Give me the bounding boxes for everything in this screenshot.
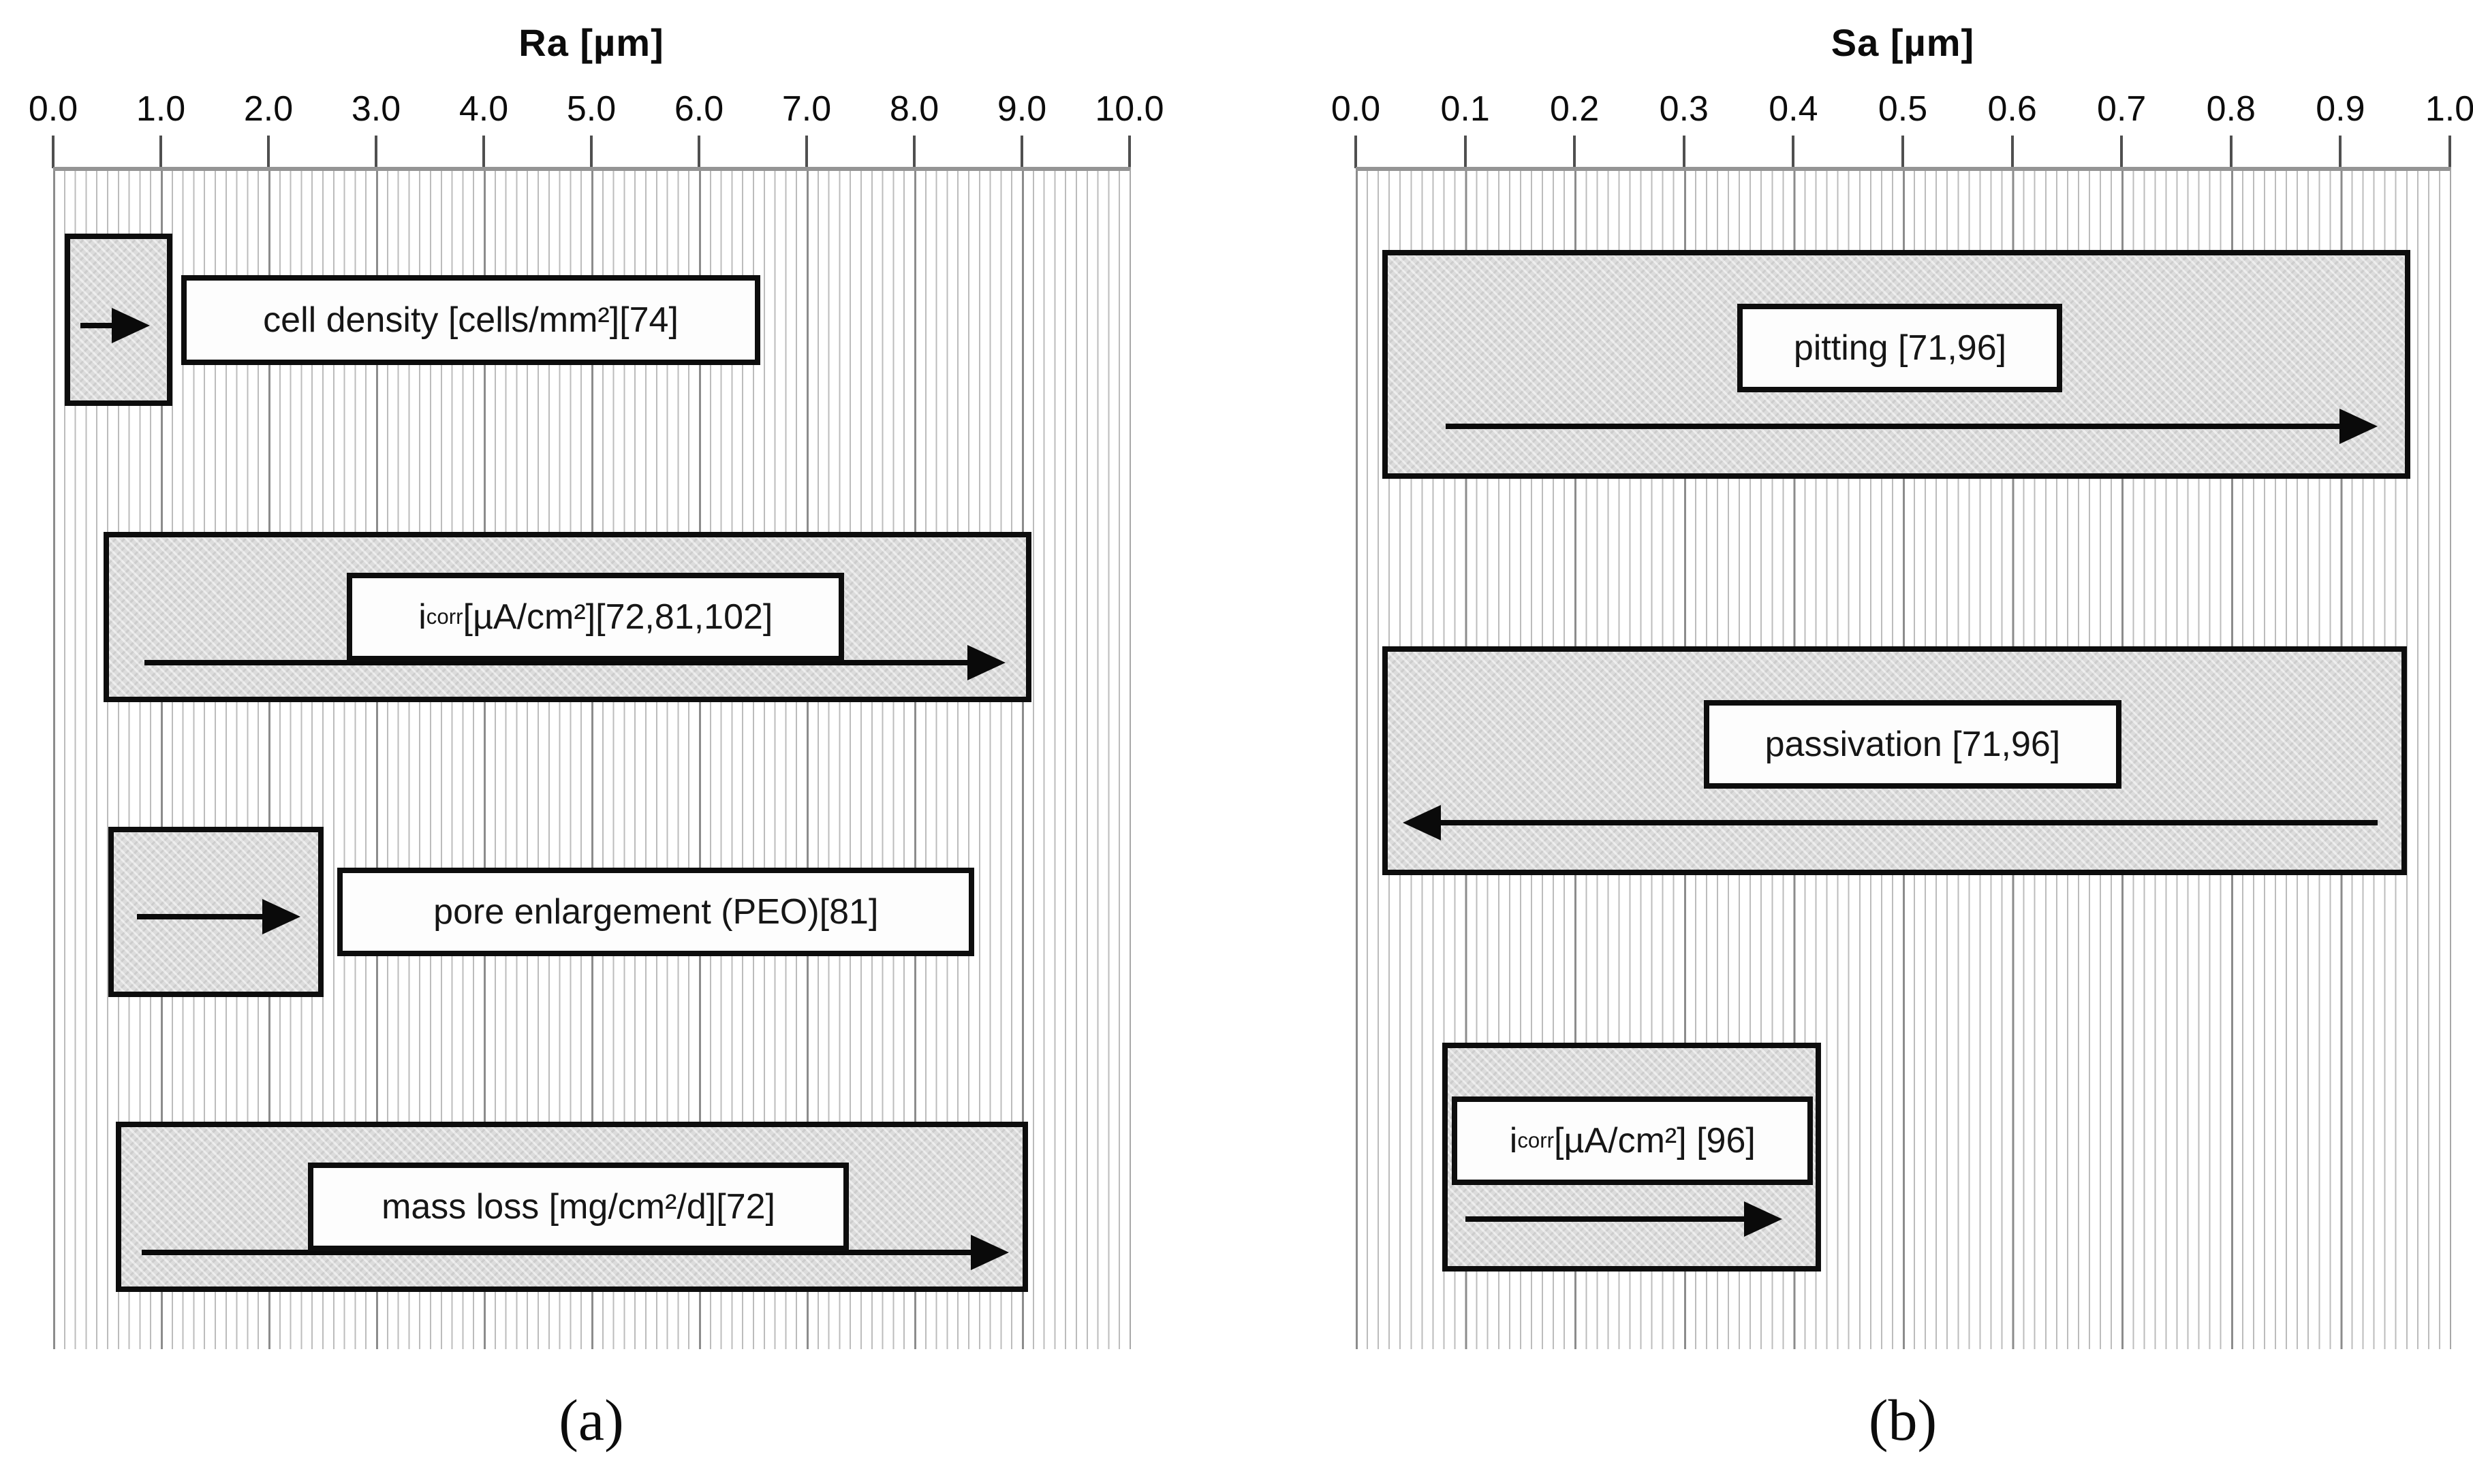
axis-tick-label: 7.0 [781, 89, 832, 129]
bar-label-pitting: pitting [71,96] [1737, 303, 2063, 392]
axis-tick-label: 4.0 [458, 89, 509, 129]
axis-tick-label: 0.7 [2097, 89, 2147, 129]
axis-tick-mark [805, 136, 808, 168]
bar-label-text: [µA/cm²][72,81,102] [463, 597, 773, 637]
bar-label-pore-enlargement: pore enlargement (PEO)[81] [337, 867, 975, 956]
range-bar-pitting [1382, 250, 2411, 479]
axis-tick-label: 10.0 [1095, 89, 1164, 129]
arrow-shaft [1433, 820, 2378, 826]
axis-tick-mark [1021, 136, 1023, 168]
arrow-shaft [144, 659, 976, 665]
axis-tick-mark [2339, 136, 2342, 168]
axis-tick-label: 8.0 [889, 89, 939, 129]
arrow-head [967, 644, 1006, 680]
bar-label-text: pore enlargement (PEO)[81] [433, 891, 879, 932]
panel-b-title: Sa [µm] [1831, 21, 1975, 64]
bar-label-text: mass loss [mg/cm²/d][72] [382, 1186, 775, 1227]
axis-tick-label: 1.0 [2425, 89, 2473, 129]
arrow-head [112, 307, 151, 343]
axis-tick-mark [2229, 136, 2233, 168]
bar-label-text: cell density [cells/mm²][74] [263, 300, 679, 340]
axis-tick-label: 6.0 [674, 89, 724, 129]
axis-tick-label: 0.4 [1769, 89, 1818, 129]
axis-tick-label: 0.2 [1550, 89, 1600, 129]
arrow-shaft [1465, 1216, 1753, 1222]
axis-tick-label: 9.0 [997, 89, 1047, 129]
axis-tick-label: 1.0 [136, 89, 186, 129]
axis-tick-mark [52, 136, 55, 168]
bar-label-passivation: passivation [71,96] [1703, 699, 2122, 789]
axis-tick-mark [698, 136, 700, 168]
axis-tick-mark [159, 136, 162, 168]
bar-label-text: pitting [71,96] [1793, 328, 2007, 368]
axis-tick-label: 0.1 [1440, 89, 1490, 129]
axis-tick-label: 0.6 [1987, 89, 2037, 129]
axis-tick-mark [2120, 136, 2124, 168]
axis-tick-label: 2.0 [243, 89, 294, 129]
axis-tick-mark [2448, 136, 2451, 168]
axis-tick-label: 0.8 [2206, 89, 2256, 129]
panel-a-title: Ra [µm] [518, 21, 664, 64]
axis-tick-label: 0.5 [1878, 89, 1928, 129]
bar-label-text: passivation [71,96] [1764, 724, 2061, 764]
panel-b-axis: 0.0 0.1 0.2 0.3 0.4 0.5 0.6 0.7 0.8 0.9 1.0 [1331, 89, 2473, 168]
axis-tick-label: 0.0 [28, 89, 78, 129]
axis-tick-label: 0.9 [2316, 89, 2365, 129]
panel-a-axis: 0.0 1.0 2.0 3.0 4.0 5.0 6.0 7.0 8.0 9.0 10.0 [29, 89, 1164, 168]
arrow-head [971, 1235, 1010, 1271]
axis-tick-label: 0.0 [1331, 89, 1381, 129]
axis-tick-mark [2010, 136, 2014, 168]
arrow-shaft [80, 322, 121, 328]
axis-tick-label: 0.3 [1659, 89, 1709, 129]
axis-tick-mark [267, 136, 270, 168]
bar-label-mass-loss: mass loss [mg/cm²/d][72] [308, 1162, 849, 1251]
axis-tick-mark [482, 136, 485, 168]
axis-tick-mark [1573, 136, 1576, 168]
arrow-head [2339, 409, 2378, 445]
bar-label-text: i [418, 597, 426, 637]
axis-tick-mark [913, 136, 916, 168]
axis-tick-label: 5.0 [566, 89, 617, 129]
arrow-shaft [141, 1250, 980, 1256]
range-bar-icorr-a [104, 532, 1032, 703]
arrow-head [262, 899, 301, 935]
range-bar-passivation [1382, 646, 2408, 875]
axis-tick-label: 3.0 [351, 89, 401, 129]
axis-tick-mark [375, 136, 377, 168]
arrow-head [1403, 805, 1442, 841]
axis-tick-mark [1354, 136, 1357, 168]
axis-tick-mark [1682, 136, 1685, 168]
arrow-shaft [137, 914, 271, 920]
axis-tick-mark [1792, 136, 1795, 168]
panel-b-caption: (b) [1868, 1387, 1938, 1453]
bar-label-cell-density: cell density [cells/mm²][74] [181, 274, 761, 365]
axis-tick-mark [1463, 136, 1467, 168]
axis-tick-mark [590, 136, 593, 168]
bar-label-text: i [1509, 1120, 1518, 1161]
bar-label-text: [µA/cm²] [96] [1554, 1120, 1756, 1161]
arrow-head [1744, 1201, 1783, 1237]
arrow-shaft [1445, 424, 2348, 430]
axis-tick-mark [1128, 136, 1131, 168]
panel-a-caption: (a) [559, 1387, 624, 1453]
axis-tick-mark [1901, 136, 1904, 168]
